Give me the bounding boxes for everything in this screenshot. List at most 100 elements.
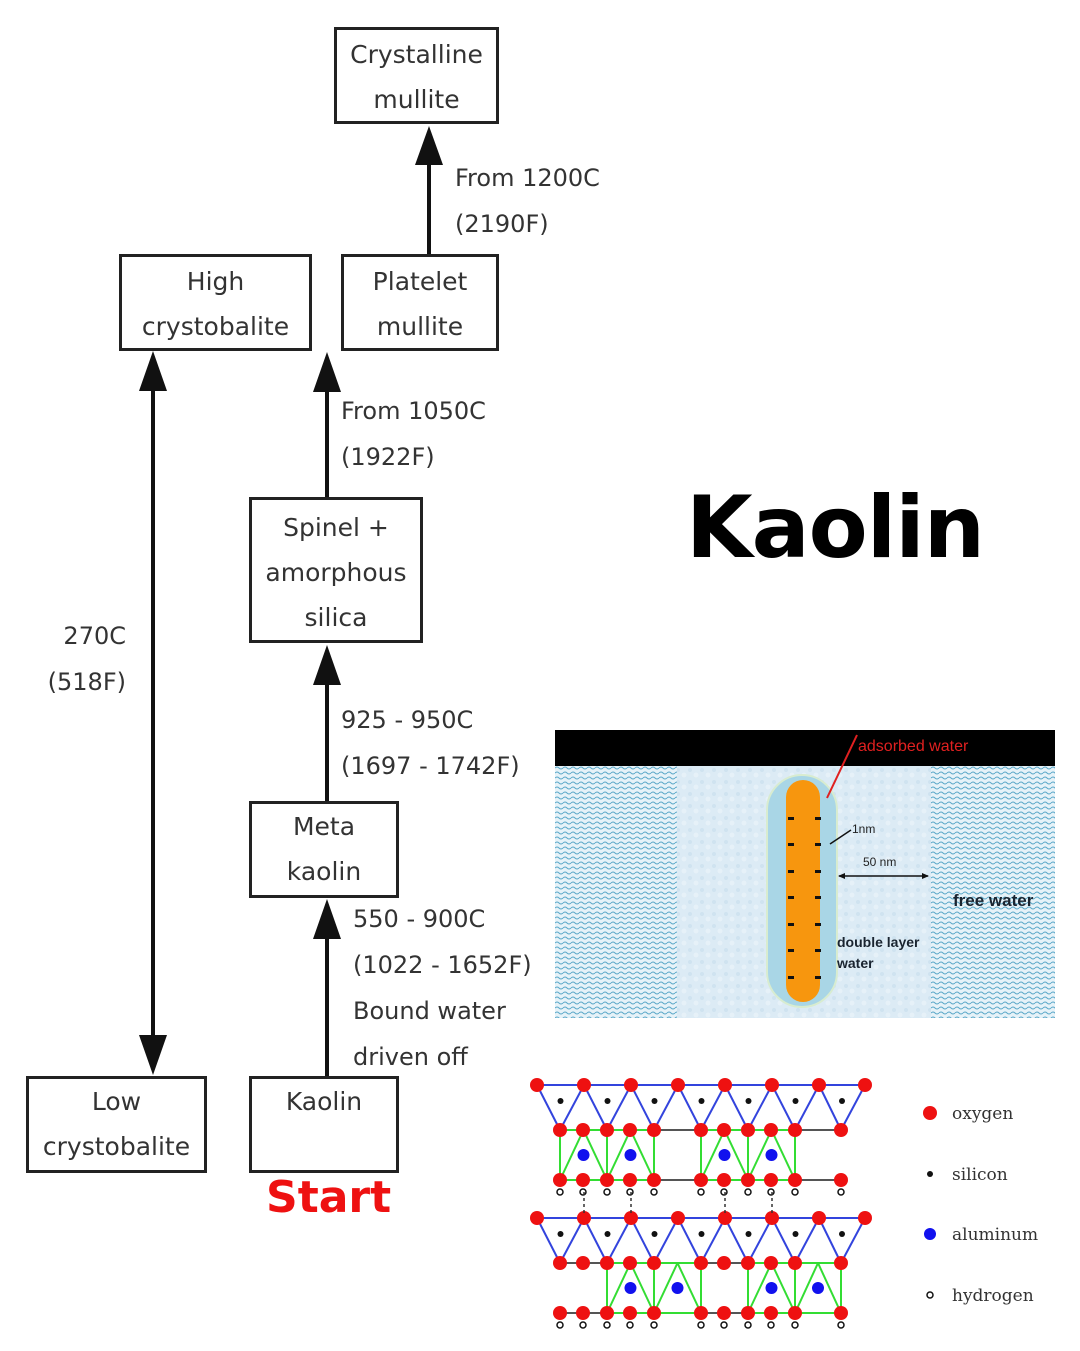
octa-edge xyxy=(700,1129,726,1181)
tetra-edge xyxy=(536,1084,561,1131)
top-band xyxy=(555,730,1055,766)
oxygen-atom xyxy=(717,1173,731,1187)
aluminum-atom xyxy=(624,1282,637,1294)
label-meta-to-spinel: 925 - 950C (1697 - 1742F) xyxy=(341,697,520,789)
oxygen-atom xyxy=(576,1306,590,1320)
aluminum-atom xyxy=(718,1149,731,1161)
oxygen-atom xyxy=(624,1211,638,1225)
box-label: kaolin xyxy=(286,857,362,886)
hydrogen-atom xyxy=(603,1321,611,1329)
octa-edge xyxy=(582,1129,608,1181)
kaolinite-structure-diagram: oxygen silicon aluminum hydrogen xyxy=(530,1078,1038,1329)
silicon-atom xyxy=(839,1231,845,1237)
silicon-atom xyxy=(604,1098,611,1104)
oxygen-atom xyxy=(694,1173,708,1187)
silicon-atom xyxy=(698,1098,705,1104)
legend-aluminum-label: aluminum xyxy=(952,1225,1038,1245)
tetra-edge xyxy=(724,1084,749,1131)
octa-edge xyxy=(747,1129,773,1181)
oxygen-atom xyxy=(694,1123,708,1137)
silicon-atom xyxy=(792,1098,799,1104)
octa-edge xyxy=(794,1262,819,1314)
oxygen-atom xyxy=(623,1173,637,1187)
page-title: Kaolin xyxy=(686,478,985,578)
box-spinel-amorphous-silica: Spinel + amorphous silica xyxy=(249,497,423,643)
aluminum-atom xyxy=(624,1149,637,1161)
hydrogen-atom xyxy=(603,1188,611,1196)
octa-edge xyxy=(629,1129,655,1181)
oxygen-atom xyxy=(576,1173,590,1187)
oxygen-atom xyxy=(530,1078,544,1092)
octa-edge xyxy=(629,1262,655,1314)
silicon-atom xyxy=(698,1231,705,1237)
tetra-edge xyxy=(700,1217,726,1264)
adsorbed-pointer xyxy=(826,734,858,799)
oxygen-atom xyxy=(647,1256,661,1270)
tetra-edge xyxy=(747,1084,773,1131)
box-meta-kaolin: Meta kaolin xyxy=(249,801,399,898)
legend-silicon-label: silicon xyxy=(952,1165,1008,1185)
oxygen-atom xyxy=(834,1256,848,1270)
tetra-edge xyxy=(677,1217,702,1264)
legend-silicon-icon xyxy=(927,1171,933,1177)
oxygen-atom xyxy=(834,1123,848,1137)
aluminum-atom xyxy=(577,1149,590,1161)
oxygen-atom xyxy=(553,1123,567,1137)
hydrogen-atom xyxy=(650,1188,658,1196)
hydrogen-atom xyxy=(626,1188,634,1196)
free-water-label: free water xyxy=(953,891,1034,910)
oxygen-atom xyxy=(576,1256,590,1270)
temp-fahrenheit: (1022 - 1652F) xyxy=(353,951,532,979)
hydrogen-atom xyxy=(697,1188,705,1196)
tetra-edge xyxy=(536,1217,561,1264)
arrow-kaolin-to-meta xyxy=(313,899,341,1077)
tetra-edge xyxy=(840,1084,866,1131)
distance-label: 50 nm xyxy=(863,855,896,869)
clay-particle xyxy=(786,780,820,1002)
aluminum-atom xyxy=(812,1282,824,1294)
oxygen-atom xyxy=(812,1078,826,1092)
box-label: Crystalline xyxy=(350,40,483,69)
box-label: Platelet xyxy=(372,267,468,296)
oxygen-atom xyxy=(600,1256,614,1270)
oxygen-atom xyxy=(788,1173,802,1187)
silicon-atom xyxy=(792,1231,799,1237)
hydrogen-atom xyxy=(556,1188,564,1196)
aluminum-atom xyxy=(671,1282,684,1294)
tetra-edge xyxy=(583,1217,608,1264)
oxygen-atom xyxy=(600,1123,614,1137)
oxygen-atom xyxy=(764,1173,778,1187)
label-kaolin-to-meta: 550 - 900C (1022 - 1652F) Bound water dr… xyxy=(353,896,532,1080)
oxygen-atom xyxy=(858,1078,872,1092)
octa-edge xyxy=(606,1262,632,1314)
box-label: crystobalite xyxy=(42,1132,191,1161)
tetra-edge xyxy=(653,1084,679,1131)
octa-edge xyxy=(559,1129,585,1181)
oxygen-atom xyxy=(718,1211,732,1225)
octa-edge xyxy=(606,1129,632,1181)
temp-celsius: 925 - 950C xyxy=(341,706,474,734)
octa-edge xyxy=(817,1262,842,1314)
note-line: driven off xyxy=(353,1043,468,1071)
arrow-platelet-to-crystalline xyxy=(415,126,443,255)
silicon-atom xyxy=(745,1098,752,1104)
hydrogen-atom xyxy=(837,1321,845,1329)
box-label: High xyxy=(186,267,245,296)
hydrogen-atom xyxy=(579,1188,587,1196)
legend-oxygen-label: oxygen xyxy=(952,1104,1013,1124)
box-label: Kaolin xyxy=(285,1087,363,1116)
oxygen-atom xyxy=(741,1256,755,1270)
box-kaolin: Kaolin xyxy=(249,1076,399,1173)
hydrogen-atom xyxy=(697,1321,705,1329)
octa-edge xyxy=(747,1262,773,1314)
oxygen-atom xyxy=(671,1078,685,1092)
oxygen-atom xyxy=(834,1306,848,1320)
tetra-edge xyxy=(559,1217,585,1264)
silicon-atom xyxy=(839,1098,845,1104)
oxygen-atom xyxy=(741,1123,755,1137)
tetra-edge xyxy=(583,1084,608,1131)
hydrogen-atom xyxy=(650,1321,658,1329)
temp-celsius: 550 - 900C xyxy=(353,905,486,933)
octa-edge xyxy=(723,1129,749,1181)
